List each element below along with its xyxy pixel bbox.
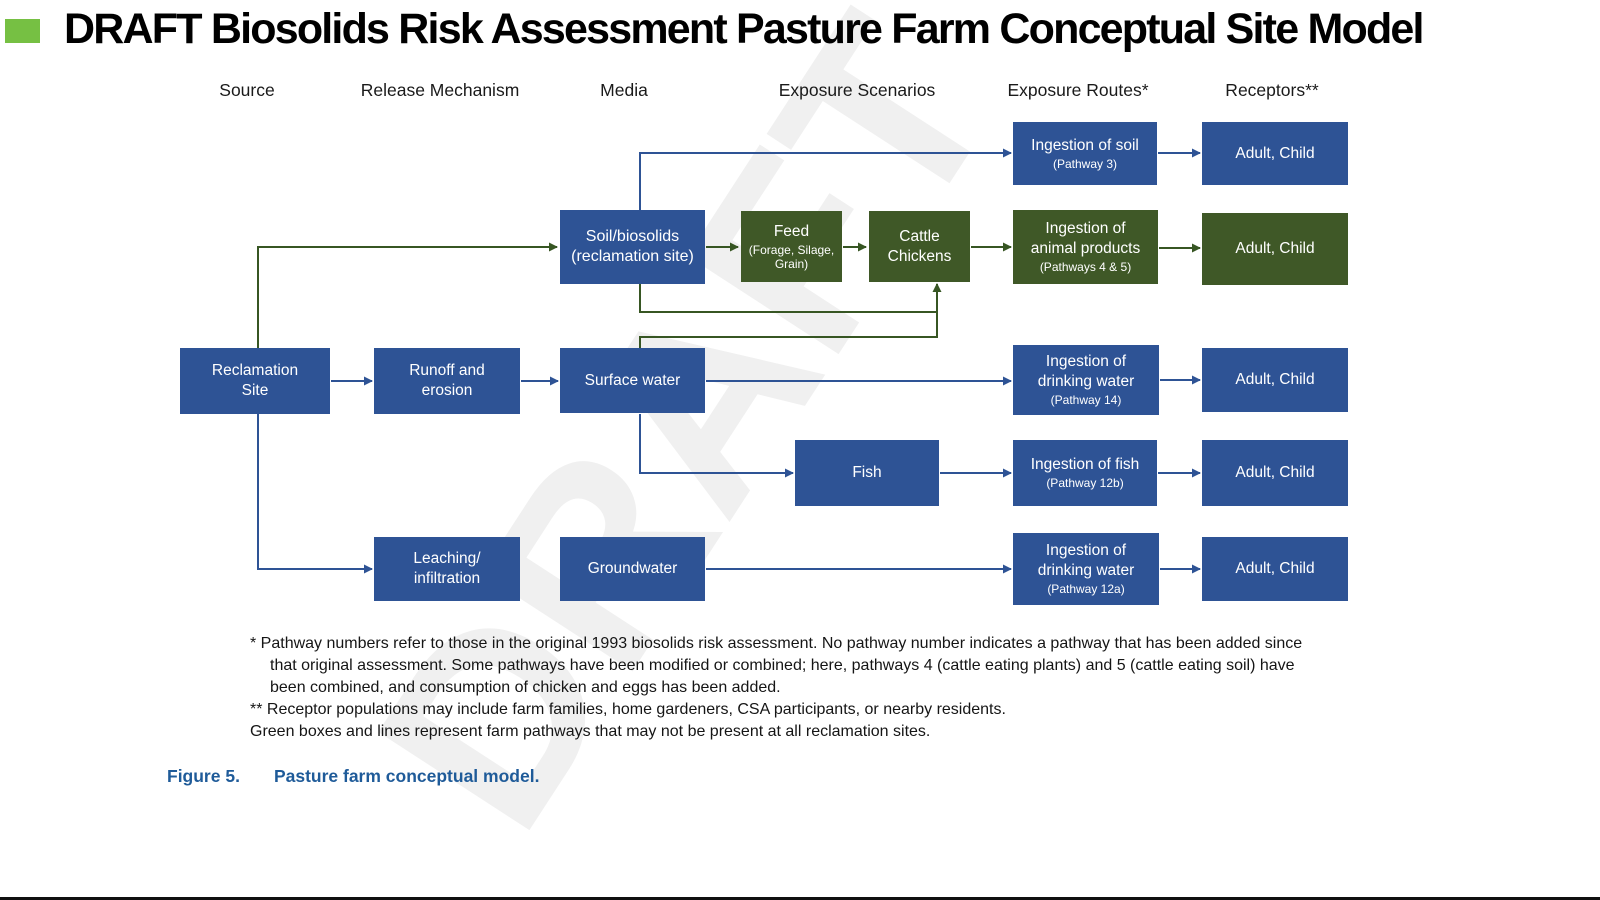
slide-bottom-border: [0, 897, 1600, 900]
box-ingestion-animal-products: Ingestion of animal products (Pathways 4…: [1013, 210, 1158, 284]
box-label: Leaching/ infiltration: [413, 550, 481, 587]
column-header-exposure-scenarios: Exposure Scenarios: [778, 80, 936, 100]
column-header-release-mechanism: Release Mechanism: [360, 80, 520, 100]
box-sublabel: (Pathways 4 & 5): [1039, 260, 1132, 275]
figure-number: Figure 5.: [167, 766, 240, 786]
box-label: Reclamation Site: [211, 362, 299, 399]
box-ingestion-fish: Ingestion of fish (Pathway 12b): [1013, 440, 1157, 506]
box-label: Surface water: [584, 371, 681, 389]
box-receptor-row5: Adult, Child: [1202, 537, 1348, 601]
box-label: Cattle Chickens: [887, 227, 952, 265]
box-ingestion-soil: Ingestion of soil (Pathway 3): [1013, 122, 1157, 185]
connector-surfacewater-cattle-loop: [639, 336, 938, 348]
footnote-receptors: ** Receptor populations may include farm…: [250, 701, 1006, 718]
box-receptor-row4: Adult, Child: [1202, 440, 1348, 506]
box-leaching-infiltration: Leaching/ infiltration: [374, 537, 520, 601]
box-feed: Feed (Forage, Silage, Grain): [741, 211, 842, 282]
box-label: Feed: [773, 222, 810, 240]
box-label: Soil/biosolids (reclamation site): [571, 227, 694, 265]
page-title: DRAFT Biosolids Risk Assessment Pasture …: [64, 5, 1424, 53]
box-receptor-row2: Adult, Child: [1202, 213, 1348, 285]
box-sublabel: (Pathway 12b): [1046, 476, 1124, 491]
connector-soil-ingestionsoil: [639, 148, 1012, 210]
box-label: Ingestion of animal products: [1030, 220, 1141, 258]
footnotes: * Pathway numbers refer to those in the …: [250, 633, 1320, 743]
box-cattle-chickens: Cattle Chickens: [869, 211, 970, 282]
box-label: Runoff and erosion: [409, 362, 485, 399]
connector-reclamation-soil: [257, 242, 558, 348]
box-label: Adult, Child: [1235, 464, 1315, 482]
connector-reclamation-leaching: [257, 414, 373, 574]
box-runoff-erosion: Runoff and erosion: [374, 348, 520, 414]
figure-caption: Figure 5. Pasture farm conceptual model.: [167, 766, 539, 787]
box-label: Ingestion of soil: [1031, 136, 1139, 154]
column-header-media: Media: [600, 80, 648, 100]
column-header-exposure-routes: Exposure Routes*: [1007, 80, 1149, 100]
box-sublabel: (Pathway 12a): [1047, 582, 1125, 597]
title-bullet-square: [5, 19, 40, 43]
box-label: Fish: [852, 464, 882, 482]
column-header-source: Source: [219, 80, 275, 100]
footnote-green: Green boxes and lines represent farm pat…: [250, 723, 931, 740]
box-label: Adult, Child: [1235, 371, 1315, 389]
connector-soil-cattle-loop: [639, 284, 938, 313]
box-label: Ingestion of fish: [1030, 456, 1140, 474]
box-label: Ingestion of drinking water: [1037, 353, 1135, 391]
box-label: Adult, Child: [1235, 240, 1315, 258]
box-reclamation-site: Reclamation Site: [180, 348, 330, 414]
column-header-receptors: Receptors**: [1225, 80, 1319, 100]
box-sublabel: (Pathway 14): [1050, 393, 1122, 408]
box-surface-water: Surface water: [560, 348, 705, 413]
box-label: Adult, Child: [1235, 144, 1315, 162]
box-groundwater: Groundwater: [560, 537, 705, 601]
connector-surfacewater-fish: [639, 414, 794, 478]
box-receptor-row3: Adult, Child: [1202, 348, 1348, 412]
box-receptor-row1: Adult, Child: [1202, 122, 1348, 185]
box-soil-biosolids: Soil/biosolids (reclamation site): [560, 210, 705, 284]
box-sublabel: (Pathway 3): [1052, 156, 1118, 171]
box-label: Adult, Child: [1235, 560, 1315, 578]
box-ingestion-drinking-water-14: Ingestion of drinking water (Pathway 14): [1013, 345, 1159, 415]
box-label: Groundwater: [587, 560, 678, 578]
box-label: Ingestion of drinking water: [1037, 542, 1135, 580]
box-ingestion-drinking-water-12a: Ingestion of drinking water (Pathway 12a…: [1013, 533, 1159, 605]
box-sublabel: (Forage, Silage, Grain): [748, 242, 835, 271]
figure-caption-text: Pasture farm conceptual model.: [273, 766, 540, 786]
box-fish: Fish: [795, 440, 939, 506]
footnote-pathways: * Pathway numbers refer to those in the …: [250, 635, 1303, 696]
